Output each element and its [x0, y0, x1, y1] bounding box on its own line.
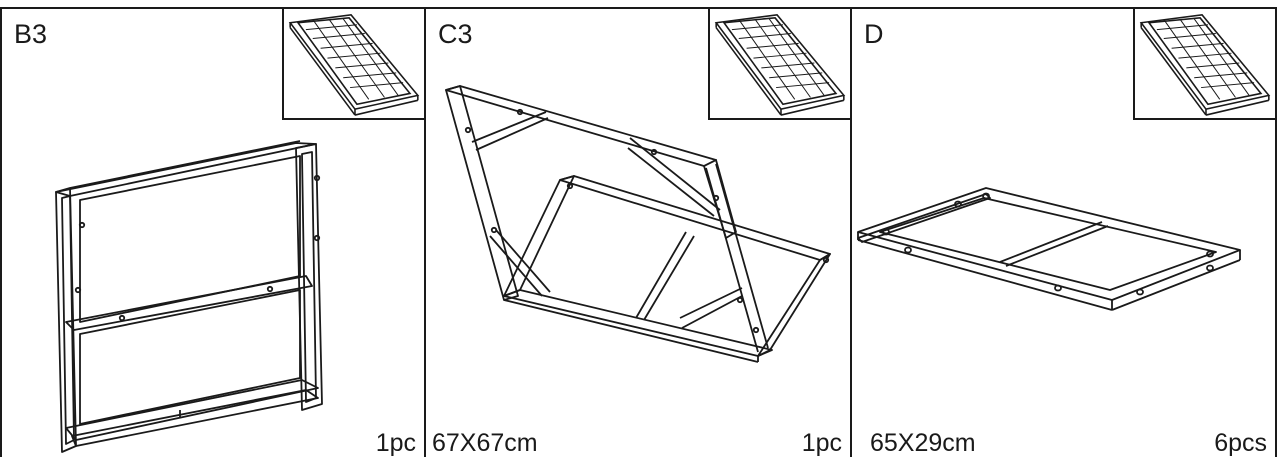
part-code: C3	[438, 19, 473, 49]
part-code: D	[864, 19, 884, 49]
frame-panel-icon	[282, 9, 424, 120]
frame-panel-icon	[708, 9, 850, 120]
part-quantity: 6pcs	[1214, 429, 1267, 457]
part-quantity: 1pc	[801, 429, 842, 457]
frame-c3-illustration	[445, 85, 831, 363]
part-panel-c3: C3 67X67cm 1pc	[424, 7, 852, 457]
part-dimensions: 67X67cm	[432, 429, 538, 457]
part-quantity: 1pc	[375, 429, 416, 457]
part-code: B3	[14, 19, 48, 49]
frame-d-illustration	[857, 187, 1241, 311]
frame-panel-icon	[1133, 9, 1275, 120]
frame-b3-illustration	[55, 140, 323, 453]
part-panel-d: D 65X29cm 6pcs	[850, 7, 1277, 457]
part-panel-b3: B3 1pc	[0, 7, 426, 457]
part-dimensions: 65X29cm	[870, 429, 976, 457]
